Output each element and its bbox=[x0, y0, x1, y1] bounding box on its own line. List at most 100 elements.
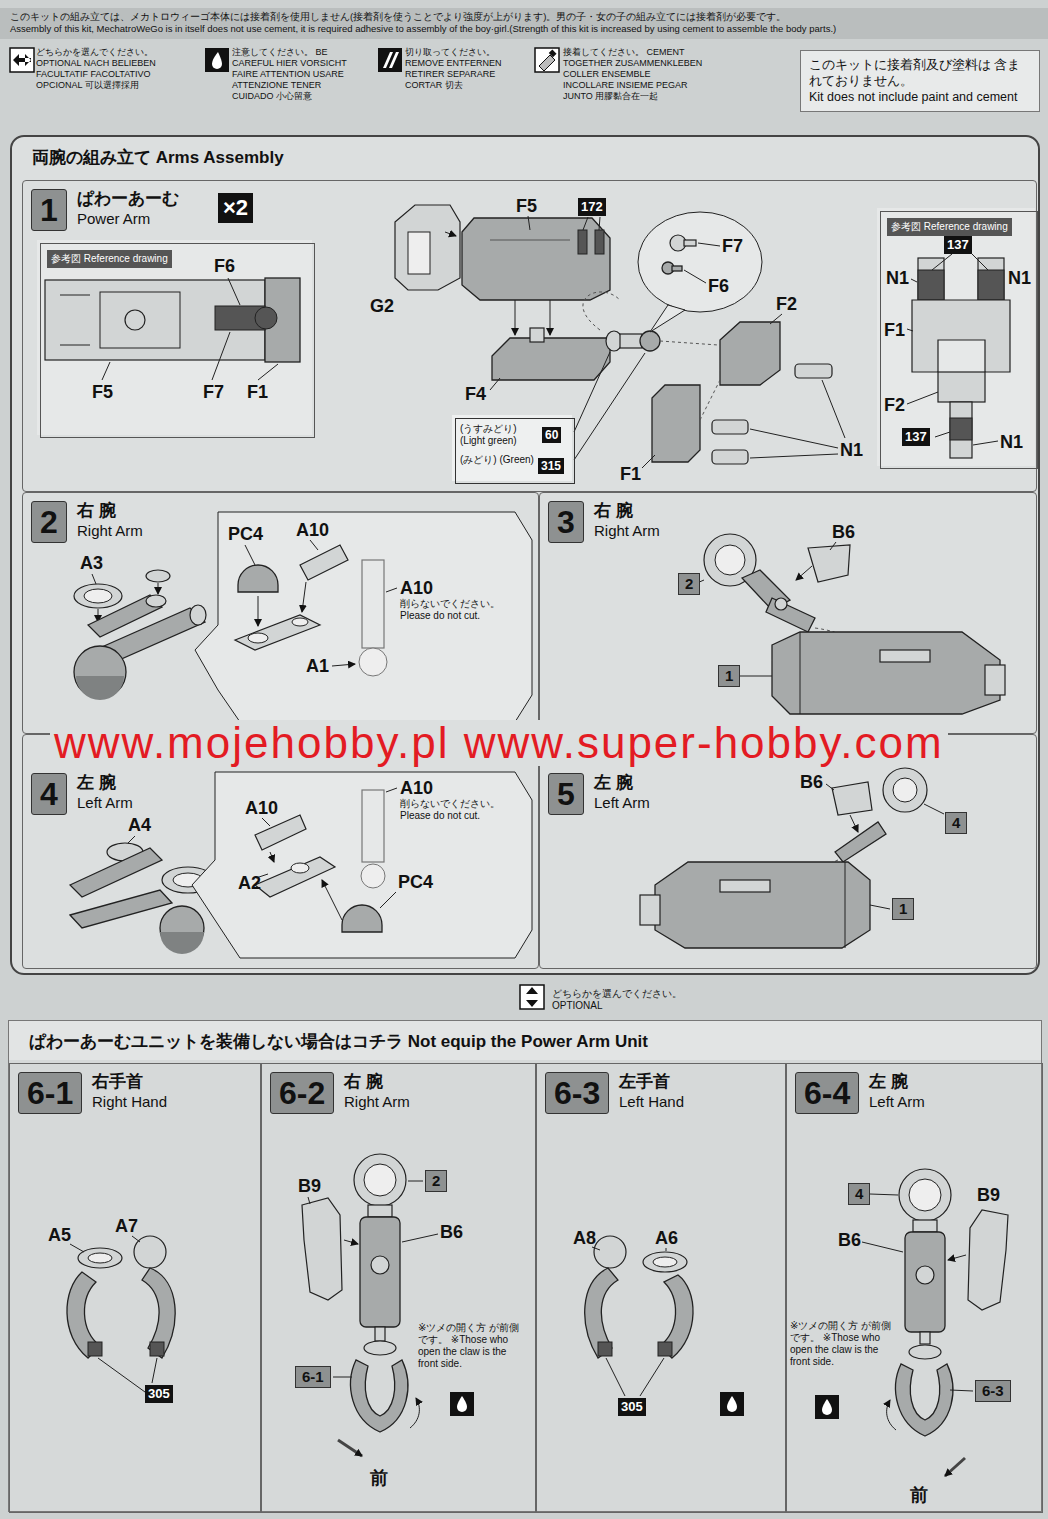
panel-ground bbox=[8, 135, 1042, 1512]
paint-number: 137 bbox=[902, 428, 930, 446]
arm-6-4 bbox=[887, 1169, 1008, 1476]
hand-6-1 bbox=[88, 1342, 102, 1356]
leader-line bbox=[132, 1236, 140, 1242]
left-arm-step4 bbox=[270, 852, 274, 862]
section-heading: ぱわーあーむユニットを装備しない場合はコチラ Not equip the Pow… bbox=[29, 1030, 648, 1053]
step-reference: 2 bbox=[425, 1170, 447, 1192]
legend-entry: 切り取ってください。 REMOVE ENTFERNEN RETIRER SEPA… bbox=[405, 47, 525, 91]
leader-line bbox=[308, 1197, 310, 1204]
arm-6-2 bbox=[351, 1360, 408, 1432]
reference-drawing bbox=[950, 418, 972, 440]
arm-6-2 bbox=[368, 1205, 392, 1217]
leader-line bbox=[935, 432, 950, 437]
arm-6-2 bbox=[371, 1256, 389, 1274]
part-number: F1 bbox=[884, 320, 905, 340]
leader-line bbox=[380, 892, 396, 908]
leader-line bbox=[826, 784, 834, 790]
right-arm-step2 bbox=[292, 618, 308, 626]
notice-band: このキットの組み立ては、メカトロウィーゴ本体には接着剤を使用しません(接着剤を使… bbox=[0, 8, 1048, 39]
left-arm-step5 bbox=[845, 862, 846, 948]
left-arm-step5 bbox=[640, 895, 660, 925]
right-arm-step2 bbox=[359, 648, 387, 676]
power-arm-parts bbox=[700, 380, 720, 420]
paint-number: 60 bbox=[542, 427, 561, 443]
right-arm-step3 bbox=[742, 570, 790, 610]
caution-icon bbox=[720, 1392, 744, 1416]
arm-6-2 bbox=[364, 1164, 396, 1196]
hand-6-3 bbox=[643, 1252, 687, 1272]
step-reference: 6-3 bbox=[975, 1380, 1011, 1402]
part-number: N1 bbox=[840, 440, 863, 460]
paint-number: 305 bbox=[145, 1385, 173, 1403]
paint-number: 315 bbox=[538, 458, 564, 474]
arm-6-2 bbox=[360, 1217, 400, 1327]
arm-6-4 bbox=[948, 1255, 966, 1260]
power-arm-parts bbox=[583, 292, 620, 330]
power-arm-parts bbox=[684, 240, 696, 246]
leader-line bbox=[640, 1358, 664, 1396]
legend-icon bbox=[535, 48, 559, 72]
legend-icon bbox=[25, 54, 31, 66]
leader-line bbox=[574, 352, 610, 432]
left-arm-step5 bbox=[893, 778, 917, 802]
step-number: 1 bbox=[31, 189, 67, 231]
part-number: A1 bbox=[306, 656, 329, 676]
part-number: F5 bbox=[92, 382, 113, 402]
reference-drawing bbox=[125, 310, 145, 330]
leader-line bbox=[128, 836, 135, 843]
paint-number: 137 bbox=[944, 236, 972, 254]
step-title-en: Right Arm bbox=[77, 522, 143, 540]
part-number: A5 bbox=[48, 1225, 71, 1245]
notice-text-en: Assembly of this kit, MechatroWeGo is in… bbox=[10, 23, 1038, 35]
leader-line bbox=[642, 455, 655, 468]
step-number: 4 bbox=[31, 773, 67, 815]
leader-line bbox=[950, 1390, 973, 1391]
right-arm-step2 bbox=[258, 596, 259, 626]
step-reference: 4 bbox=[945, 812, 967, 834]
leader-line bbox=[528, 216, 530, 230]
optional-icon bbox=[520, 985, 544, 1009]
right-arm-step2 bbox=[190, 605, 206, 625]
part-number: B6 bbox=[838, 1230, 861, 1250]
part-number: F7 bbox=[203, 382, 224, 402]
part-number: B6 bbox=[800, 772, 823, 792]
arm-6-4 bbox=[920, 1332, 930, 1344]
reference-drawing bbox=[100, 292, 180, 348]
right-arm-step2 bbox=[146, 595, 166, 607]
panel-ground bbox=[8, 1020, 1042, 1060]
right-arm-step2 bbox=[362, 560, 384, 648]
hand-6-3 bbox=[598, 1342, 612, 1356]
arm-6-2 bbox=[375, 1327, 385, 1341]
paint-number: 305 bbox=[618, 1398, 646, 1416]
color-box: (うすみどり) (Light green)60(みどり) (Green)315 bbox=[455, 418, 575, 484]
step-title-en: Right Hand bbox=[92, 1093, 167, 1111]
color-name: (みどり) (Green) bbox=[460, 454, 538, 466]
reference-drawing bbox=[978, 270, 1004, 300]
right-arm-step3 bbox=[880, 650, 930, 662]
part-number: A2 bbox=[238, 873, 261, 893]
hand-6-3 bbox=[594, 1236, 626, 1268]
leader-line bbox=[684, 270, 706, 283]
leader-line bbox=[152, 1358, 157, 1383]
leader-line bbox=[102, 362, 110, 380]
part-number: A8 bbox=[573, 1228, 596, 1248]
notice-text-en: Kit does not include paint and cement bbox=[809, 89, 1031, 105]
part-number: PC4 bbox=[398, 872, 433, 892]
right-arm-step2 bbox=[302, 582, 306, 612]
leader-line bbox=[750, 454, 838, 458]
left-arm-step4 bbox=[70, 772, 532, 958]
reference-box: 参考図 Reference drawing bbox=[40, 243, 315, 438]
hand-6-3 bbox=[585, 1268, 618, 1358]
panel-ground bbox=[10, 135, 1040, 975]
leader-line bbox=[907, 392, 938, 404]
step-reference: 1 bbox=[892, 898, 914, 920]
hand-6-1 bbox=[67, 1236, 175, 1358]
step-reference: 4 bbox=[848, 1183, 870, 1205]
left-arm-step5 bbox=[655, 862, 870, 948]
right-arm-step3 bbox=[704, 534, 1005, 714]
legend-icon bbox=[13, 54, 25, 66]
arm-6-4 bbox=[945, 1458, 965, 1476]
reference-drawing bbox=[45, 280, 265, 360]
part-number: A4 bbox=[128, 815, 151, 835]
reference-drawing bbox=[912, 300, 1010, 372]
